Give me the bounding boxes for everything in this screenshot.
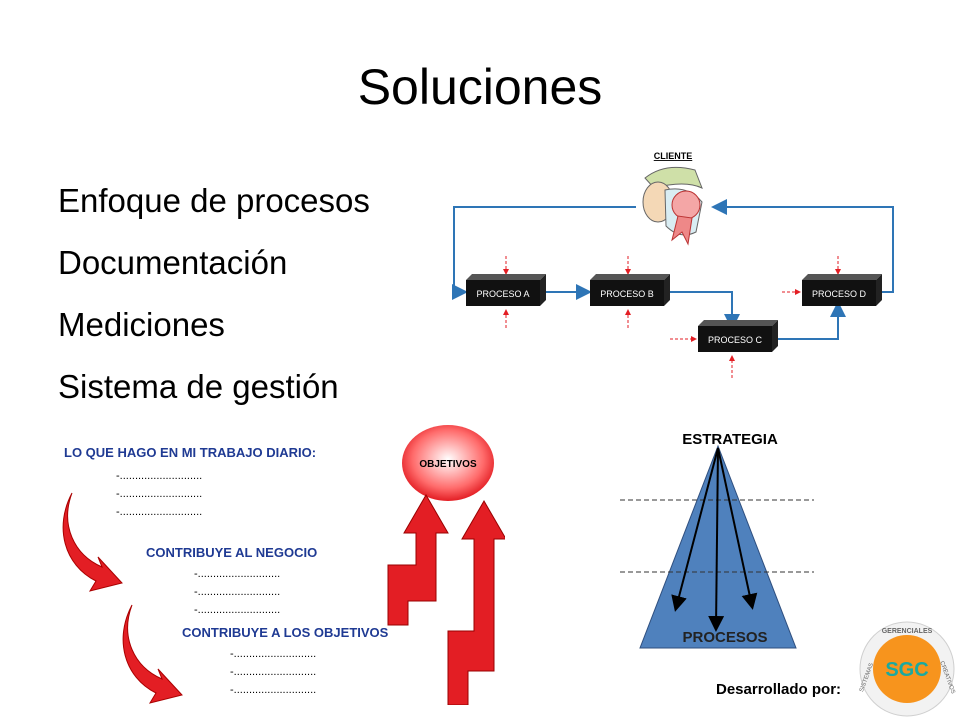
process-diagram: CLIENTE PROCESO A PROCESO B (452, 151, 894, 378)
bullet-documentation: Documentación (58, 244, 288, 281)
process-box-d: PROCESO D (802, 274, 882, 306)
work-objectives-diagram: LO QUE HAGO EN MI TRABAJO DIARIO: -.....… (62, 425, 505, 705)
dotted-line: -........................... (230, 666, 316, 678)
client-label: CLIENTE (654, 151, 693, 161)
svg-text:PROCESO D: PROCESO D (812, 289, 867, 299)
bullet-list: Enfoque de procesos Documentación Medici… (58, 176, 370, 424)
dotted-line: -........................... (116, 488, 202, 500)
up-arrow-icon (447, 500, 505, 705)
logo-text: SGC (885, 659, 928, 681)
sgc-logo: GERENCIALES SISTEMAS CREATIVOS SGC (859, 621, 956, 717)
process-box-b: PROCESO B (590, 274, 670, 306)
dotted-line: -........................... (194, 568, 280, 580)
dotted-line: -........................... (194, 586, 280, 598)
dotted-line: -........................... (116, 506, 202, 518)
processes-label: PROCESOS (682, 629, 767, 646)
bullet-process-approach: Enfoque de procesos (58, 182, 370, 219)
bullet-management-system: Sistema de gestión (58, 368, 339, 405)
process-box-c: PROCESO C (698, 320, 778, 352)
dotted-line: -........................... (194, 604, 280, 616)
work-heading: LO QUE HAGO EN MI TRABAJO DIARIO: (64, 445, 316, 460)
logo-ring-top: GERENCIALES (882, 628, 933, 635)
developed-by-label: Desarrollado por: (716, 681, 842, 698)
business-step: CONTRIBUYE AL NEGOCIO (146, 545, 317, 560)
slide-title: Soluciones (357, 59, 603, 115)
up-arrow-icon (387, 494, 449, 626)
curved-arrow-icon (62, 492, 123, 592)
process-box-a: PROCESO A (466, 274, 546, 306)
strategy-label: ESTRATEGIA (682, 431, 778, 448)
svg-text:PROCESO A: PROCESO A (476, 289, 529, 299)
svg-text:PROCESO C: PROCESO C (708, 335, 763, 345)
svg-text:PROCESO B: PROCESO B (600, 289, 654, 299)
curved-arrow-icon (122, 604, 183, 704)
strategy-pyramid: ESTRATEGIA PROCESOS (620, 431, 814, 649)
bullet-measurements: Mediciones (58, 306, 225, 343)
objectives-step: CONTRIBUYE A LOS OBJETIVOS (182, 625, 389, 640)
dotted-line: -........................... (230, 648, 316, 660)
objectives-bubble (402, 425, 494, 501)
client-icon (642, 166, 703, 246)
dotted-line: -........................... (116, 470, 202, 482)
dotted-line: -........................... (230, 684, 316, 696)
objectives-label: OBJETIVOS (419, 459, 477, 470)
